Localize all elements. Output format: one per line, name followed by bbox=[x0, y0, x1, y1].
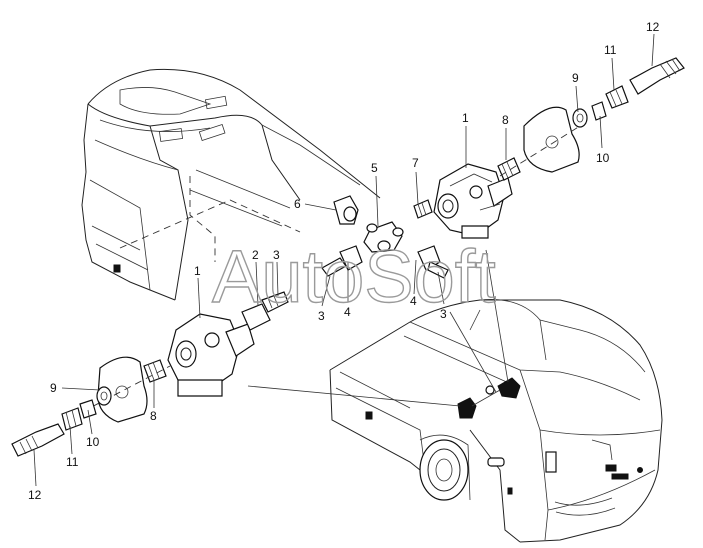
callout-8-top: 8 bbox=[502, 113, 509, 127]
cross-fitting-5 bbox=[363, 221, 404, 253]
installed-valve-left bbox=[457, 397, 477, 419]
bus-front-illustration bbox=[329, 299, 663, 543]
callout-10-top: 10 bbox=[596, 151, 610, 165]
fitting-8-left bbox=[143, 359, 167, 383]
connector-11-top bbox=[605, 85, 629, 109]
watermark-text: AutoSoft bbox=[212, 235, 496, 318]
callout-12-left: 12 bbox=[28, 488, 42, 502]
callout-3-right: 3 bbox=[440, 307, 447, 321]
bracket-left bbox=[81, 356, 171, 423]
callout-9-left: 9 bbox=[50, 381, 57, 395]
callout-1-top: 1 bbox=[462, 111, 469, 125]
nut-10-left bbox=[79, 399, 97, 419]
hose-12-left bbox=[11, 423, 65, 457]
callout-10-left: 10 bbox=[86, 435, 100, 449]
callout-6: 6 bbox=[294, 197, 301, 211]
callout-12-top: 12 bbox=[646, 20, 660, 34]
connector-11-left bbox=[61, 407, 83, 431]
callout-8-left: 8 bbox=[150, 409, 157, 423]
callout-5: 5 bbox=[371, 161, 378, 175]
relay-valve-left bbox=[167, 313, 255, 397]
callout-2: 2 bbox=[252, 248, 259, 262]
fitting-7 bbox=[413, 199, 433, 219]
relay-valve-top bbox=[433, 163, 513, 239]
callout-3-lowleft: 3 bbox=[318, 309, 325, 323]
nut-10-top bbox=[591, 101, 607, 121]
bracket-top bbox=[499, 106, 581, 177]
callout-11-left: 11 bbox=[66, 455, 79, 469]
bus-rear-illustration bbox=[81, 68, 381, 301]
washer-9-left bbox=[96, 386, 112, 406]
callout-9-top: 9 bbox=[572, 71, 579, 85]
callout-4-left: 4 bbox=[344, 305, 351, 319]
fitting-8-top bbox=[497, 157, 521, 181]
callout-1-left: 1 bbox=[194, 264, 201, 278]
connector-2 bbox=[241, 291, 289, 331]
hose-12-top bbox=[629, 57, 685, 95]
banjo-fitting-6 bbox=[333, 195, 359, 225]
callout-3-mid: 3 bbox=[273, 248, 280, 262]
elbow-fitting-right bbox=[417, 245, 449, 279]
callout-7: 7 bbox=[412, 156, 419, 170]
callout-4-right: 4 bbox=[410, 294, 417, 308]
elbow-fitting-left bbox=[321, 245, 363, 277]
leader-lines bbox=[33, 33, 655, 487]
washer-9-top bbox=[572, 108, 588, 128]
callout-11-top: 11 bbox=[604, 43, 617, 57]
installed-valve-right bbox=[485, 377, 521, 399]
